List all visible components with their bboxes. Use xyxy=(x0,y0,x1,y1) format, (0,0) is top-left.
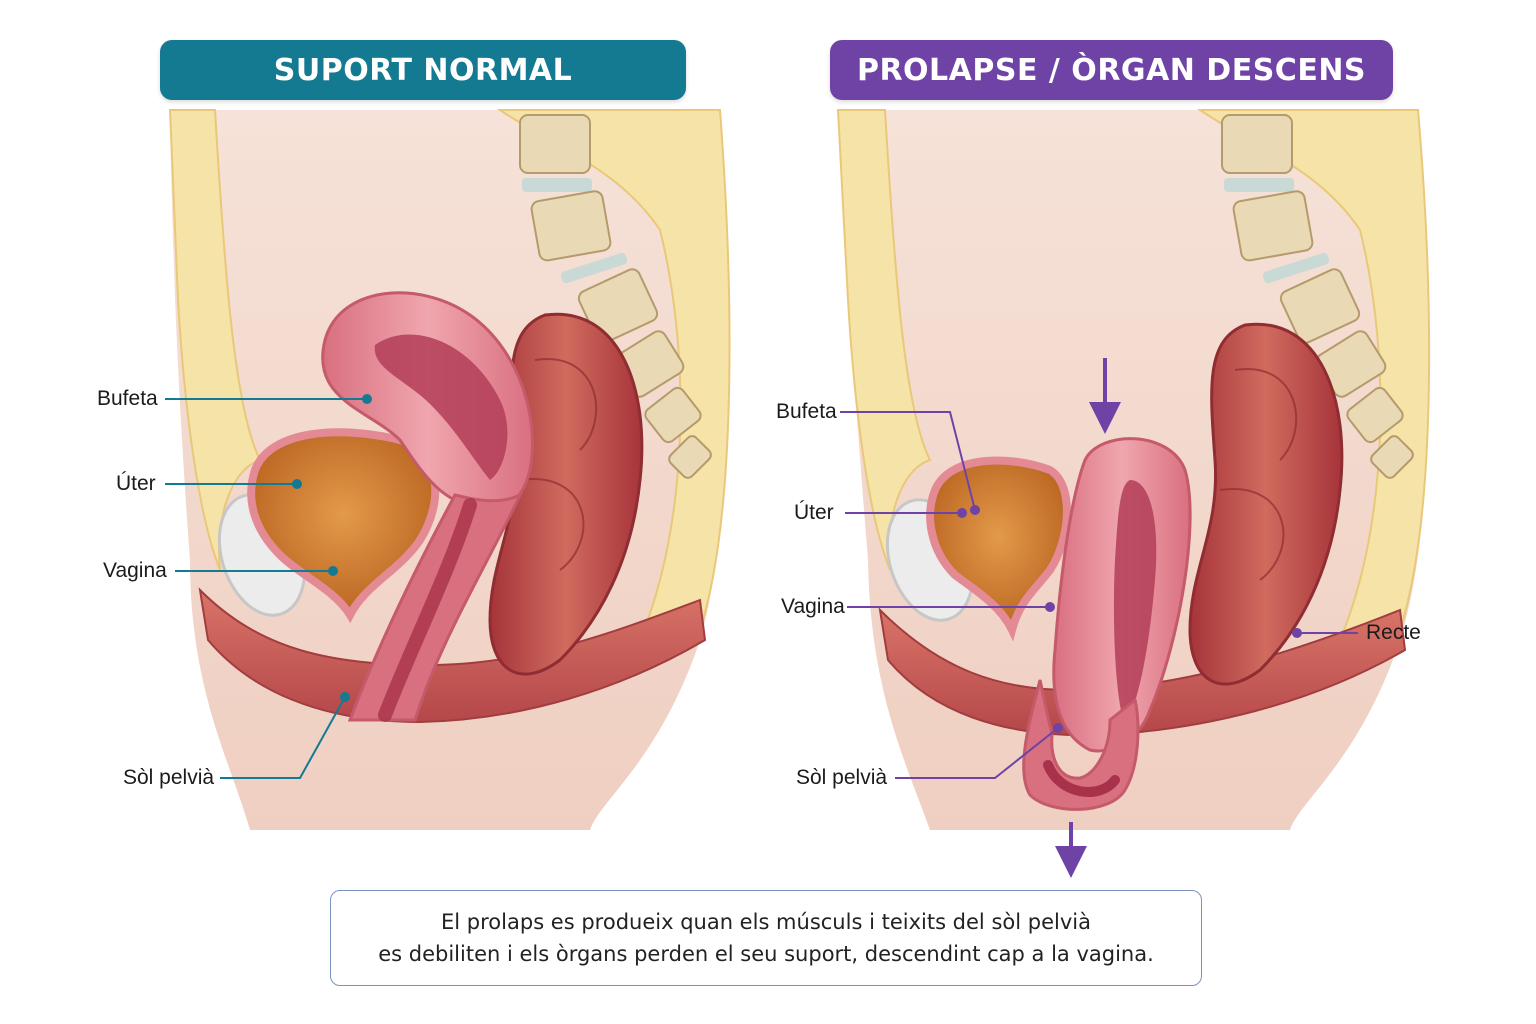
right-spine xyxy=(1221,114,1414,479)
right-anatomy xyxy=(836,109,1431,878)
label-right-bladder: Bufeta xyxy=(776,400,837,423)
caption-line-2: es debiliten i els òrgans perden el seu … xyxy=(378,942,1154,966)
label-right-rectum: Recte xyxy=(1366,621,1421,644)
right-abdominal-fat xyxy=(836,109,932,571)
left-spine xyxy=(519,114,712,479)
title-prolapse: PROLAPSE / ÒRGAN DESCENS xyxy=(830,40,1393,100)
label-left-uterus: Úter xyxy=(116,472,156,495)
left-leader-lines xyxy=(165,394,372,779)
label-right-vagina: Vagina xyxy=(781,595,845,618)
caption-line-1: El prolaps es produeix quan els músculs … xyxy=(441,910,1091,934)
right-rectum xyxy=(1188,322,1344,686)
left-back-fat xyxy=(496,109,731,642)
label-left-pelvic-floor: Sòl pelvià xyxy=(123,766,215,789)
caption-box: El prolaps es produeix quan els músculs … xyxy=(330,890,1202,986)
label-right-pelvic-floor: Sòl pelvià xyxy=(796,766,888,789)
right-pelvic-floor-muscle xyxy=(878,607,1407,737)
left-anatomy xyxy=(168,109,731,830)
right-back-fat xyxy=(1196,109,1431,642)
right-bladder xyxy=(926,456,1071,642)
label-left-bladder: Bufeta xyxy=(97,387,158,410)
label-right-uterus: Úter xyxy=(794,501,834,524)
left-bladder xyxy=(247,428,440,624)
left-abdominal-fat xyxy=(168,109,262,571)
label-left-vagina: Vagina xyxy=(103,559,167,582)
title-normal-support: SUPORT NORMAL xyxy=(160,40,686,100)
right-leader-lines xyxy=(840,411,1358,779)
